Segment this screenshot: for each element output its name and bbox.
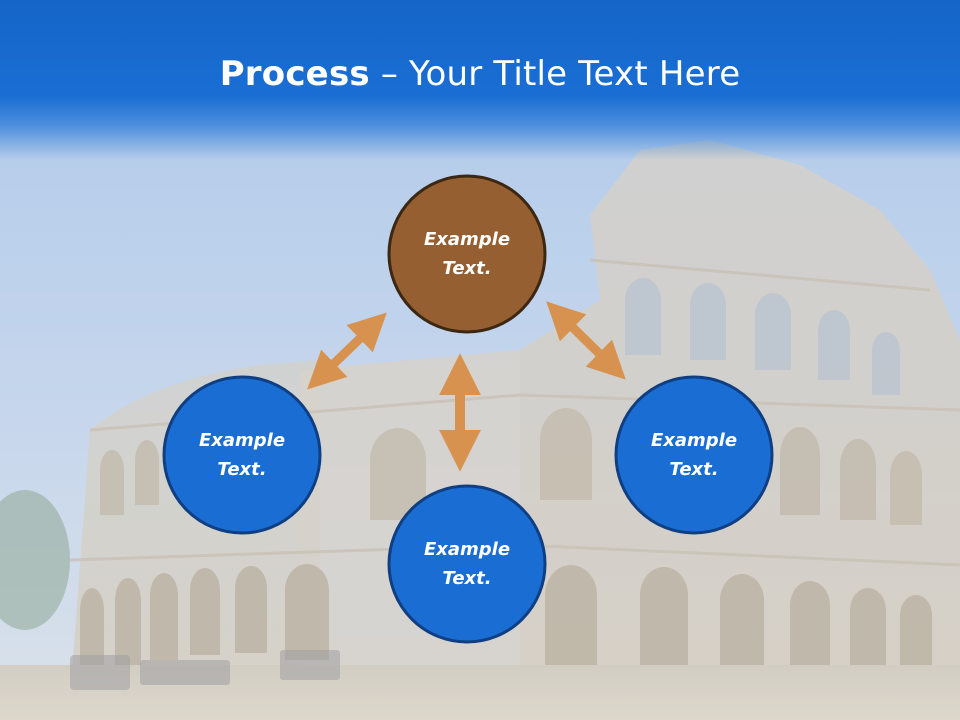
- title-strong: Process: [219, 54, 370, 94]
- node-bottom-circle: [387, 484, 547, 644]
- title-rest: – Your Title Text Here: [369, 54, 741, 94]
- node-left-circle: [162, 375, 322, 535]
- node-bottom-text: Example Text.: [387, 535, 547, 593]
- slide-title: Process – Your Title Text Here: [0, 52, 960, 96]
- node-top-line1: Example: [423, 229, 511, 250]
- node-top-text: Example Text.: [387, 225, 547, 283]
- arrow-top-right: [546, 301, 626, 380]
- node-right-line2: Text.: [669, 459, 719, 480]
- node-left-line1: Example: [198, 430, 286, 451]
- node-right-text: Example Text.: [614, 426, 774, 484]
- node-top-circle: [387, 174, 547, 334]
- node-top-line2: Text.: [442, 258, 492, 279]
- node-bottom-line2: Text.: [442, 568, 492, 589]
- arrow-left-top: [307, 312, 387, 390]
- node-right-line1: Example: [650, 430, 738, 451]
- node-left-text: Example Text.: [162, 426, 322, 484]
- header-band: [0, 0, 960, 160]
- node-bottom-line1: Example: [423, 539, 511, 560]
- node-right-circle: [614, 375, 774, 535]
- node-left-line2: Text.: [217, 459, 267, 480]
